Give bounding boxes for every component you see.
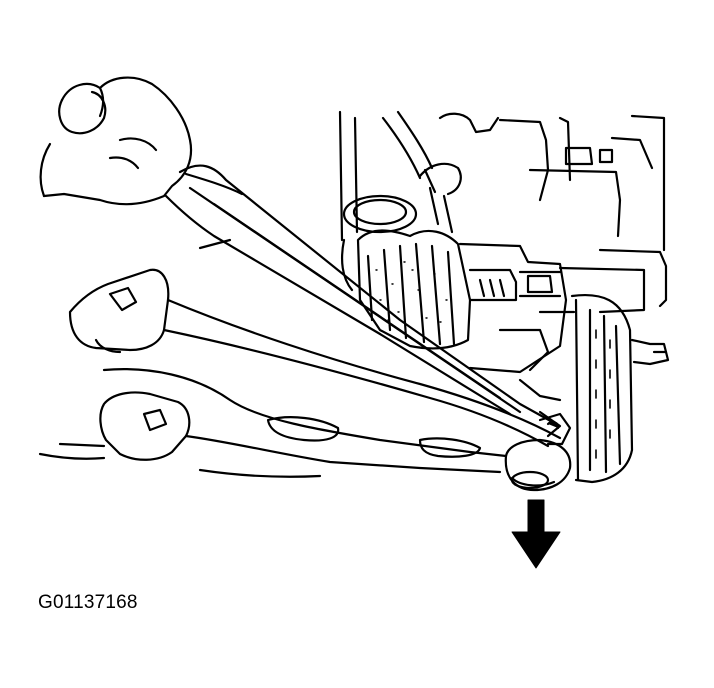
lower-control-arm: [38, 268, 572, 492]
brake-assembly: [198, 110, 670, 484]
figure-code-label: G01137168: [38, 592, 138, 613]
downward-force-arrow: [511, 499, 561, 569]
hand: [39, 76, 244, 206]
pry-bar: [164, 164, 562, 438]
